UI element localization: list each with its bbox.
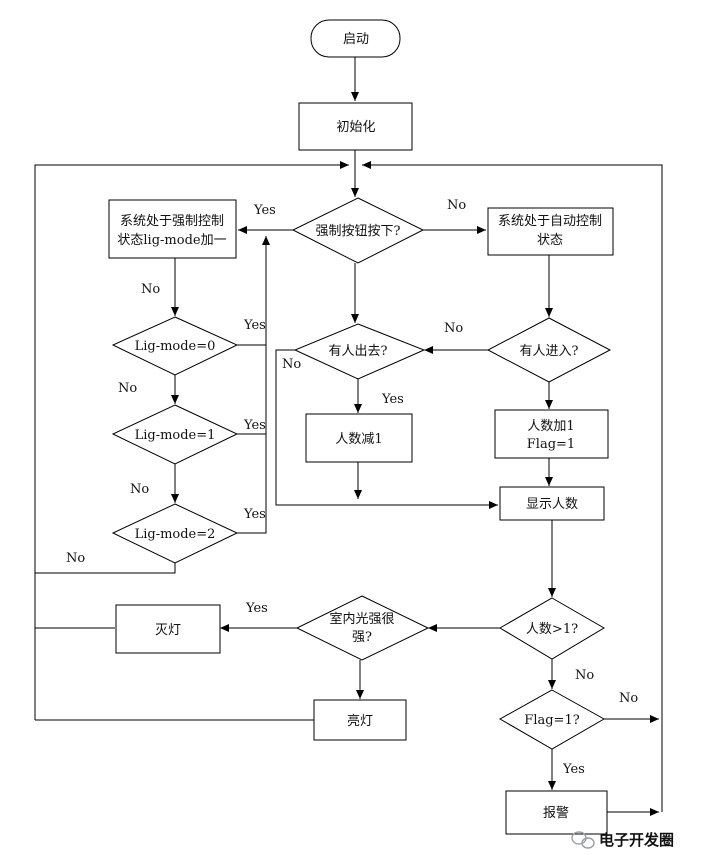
lig1-no-label: No [130,482,149,497]
inc-label-2: Flag=1 [527,437,575,452]
alarm-box [505,790,608,835]
lig1-decision [111,404,239,465]
show-box [499,486,605,521]
show-label: 显示人数 [526,497,578,512]
edge-labels: Yes No No Yes No Yes No Yes No No No Yes… [66,198,638,777]
wechat-icon [571,831,595,849]
alarm-label: 报警 [543,805,569,821]
left-loop [34,161,349,720]
out-decision [293,323,426,380]
forced-box [108,199,237,259]
lig2-label: Lig-mode=2 [135,527,216,542]
force-yes-label: Yes [253,203,276,218]
shapes [108,19,614,835]
on-label: 亮灯 [347,713,373,729]
off-box [115,604,221,654]
forced-label-1: 系统处于强制控制 [120,214,224,229]
lig2-yes-label: Yes [243,507,266,522]
lig1-yes-label: Yes [243,418,266,433]
lig0-label: Lig-mode=0 [135,339,216,354]
forced-no-label: No [141,282,160,297]
out-no-label: No [282,357,301,372]
in-label: 有人进入? [520,344,579,359]
in-decision [486,317,612,383]
on-box [313,699,407,741]
flag-decision [498,689,606,750]
out-yes-label: Yes [381,392,404,407]
light-label-2: 强? [352,630,372,645]
start-label: 启动 [343,32,369,47]
force-decision [291,197,425,264]
line-lig2-yes [237,236,270,534]
lig2-decision [111,503,239,564]
auto-label-2: 状态 [537,233,563,248]
force-no-label: No [447,198,466,213]
node-text: 启动 初始化 强制按钮按下? 系统处于强制控制 状态lig-mode加一 系统处… [117,32,602,821]
inc-label-1: 人数加1 [527,419,574,434]
off-label: 灭灯 [155,623,181,638]
lig0-decision [111,316,239,376]
right-loop [362,161,663,812]
inc-box [494,409,609,459]
lig0-yes-label: Yes [243,318,266,333]
forced-label-2: 状态lig-mode加一 [117,233,226,248]
force-label: 强制按钮按下? [316,224,401,239]
watermark: 电子开发圈 [571,831,674,849]
count-decision [499,597,605,660]
flag-no-label: No [619,691,638,706]
auto-box [487,207,614,256]
init-box [298,102,413,151]
dec-label: 人数减1 [335,432,382,447]
count-label: 人数>1? [526,622,578,637]
light-yes-label: Yes [245,601,268,616]
light-decision [295,595,430,661]
in-no-label: No [444,321,463,336]
out-label: 有人出去? [329,344,388,359]
count-no-label: No [575,668,594,683]
lig1-label: Lig-mode=1 [135,428,216,443]
line-lig2-no [35,563,176,574]
arrow-out-no [275,349,498,509]
lig2-no-label: No [66,551,85,566]
light-label-1: 室内光强很 [329,611,394,627]
flag-yes-label: Yes [562,762,585,777]
connectors [34,57,663,816]
init-label: 初始化 [336,120,375,135]
flag-label: Flag=1? [524,713,579,728]
start-terminal [310,19,401,58]
dec-box [305,413,413,463]
watermark-text: 电子开发圈 [599,831,674,849]
lig0-no-label: No [118,381,137,396]
auto-label-1: 系统处于自动控制 [498,214,602,229]
